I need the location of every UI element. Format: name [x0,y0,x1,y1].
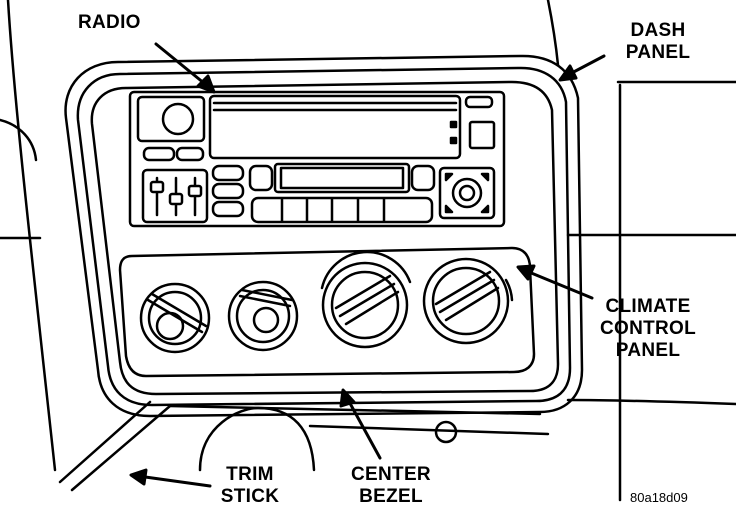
climate-control-panel [118,246,536,378]
figure-id: 80a18d09 [630,490,688,505]
dash-panel-label-line1: DASH [630,20,686,41]
center-bezel-label-line1: CENTER [351,464,431,485]
trim-stick-label-line1: TRIM [226,464,274,485]
radio-unit [128,90,506,228]
trim-stick-label-line2: STICK [220,486,280,507]
climate-control-panel-label-line3: PANEL [615,340,681,361]
dash-panel-label-line2: PANEL [625,42,691,63]
climate-control-panel-label: CLIMATE CONTROL PANEL [588,296,708,362]
leader-arrows [129,42,606,488]
radio-label: RADIO [78,12,141,34]
dash-panel-label: DASH PANEL [612,20,704,64]
center-bezel-label-line2: BEZEL [359,486,423,507]
dash-panel-outline [0,0,736,502]
climate-control-panel-label-line2: CONTROL [599,318,697,339]
climate-control-panel-label-line1: CLIMATE [605,296,691,317]
radio-label-text: RADIO [78,12,141,33]
trim-stick-label: TRIM STICK [208,464,292,508]
center-bezel-label: CENTER BEZEL [336,464,446,508]
